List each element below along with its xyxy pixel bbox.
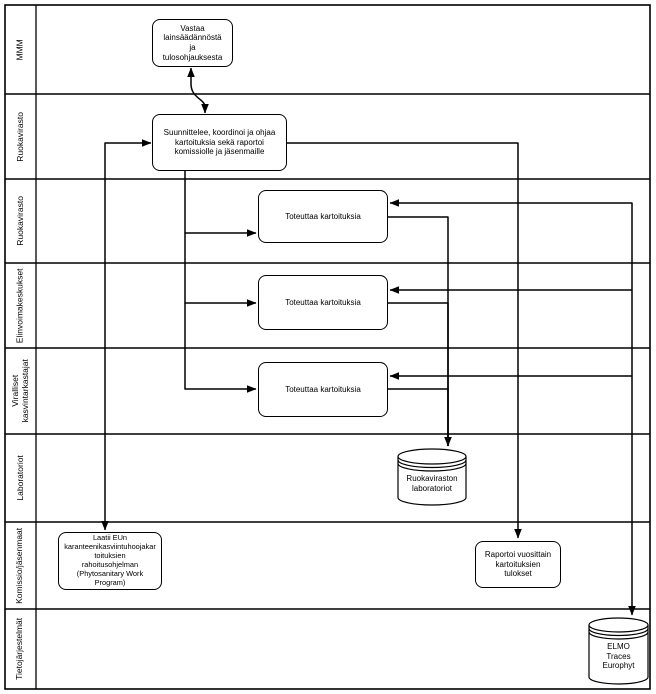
task-toteuttaa-kartoituksia-ruokavirasto: Toteuttaa kartoituksia xyxy=(258,190,388,243)
connector-suunnittelee-toteuttaa2 xyxy=(184,233,257,307)
lane-label-elinvoimakeskukset: Elinvoimakeskukset xyxy=(14,268,25,343)
datastore-elmo-shape xyxy=(588,617,649,685)
task-suunnittelee-koordinoi: Suunnittelee, koordinoi ja ohjaa kartoit… xyxy=(152,114,287,171)
connector-toteuttaa1-elmo xyxy=(389,199,636,616)
task-vastaa-lainsaadannosta: Vastaa lainsäädännöstä ja tulosohjaukses… xyxy=(152,19,233,67)
connector-suunnittelee-laatii xyxy=(101,139,152,531)
lane-label-ruokavirasto-2: Ruokavirasto xyxy=(14,196,25,246)
connector-toteuttaa3-laboratoriot xyxy=(388,388,449,446)
lane-label-tietojarjestelmat: Tietojärjestelmät xyxy=(14,617,25,681)
pool-border xyxy=(4,4,651,690)
connector-vastaa-suunnittelee xyxy=(187,67,209,114)
datastore-ruokaviraston-laboratoriot-shape xyxy=(397,448,467,506)
connector-toteuttaa1-laboratoriot xyxy=(388,216,452,447)
task-toteuttaa-kartoituksia-kasvintarkastajat: Toteuttaa kartoituksia xyxy=(258,362,388,417)
lane-label-viralliset-kasvintarkastajat: Viralliset kasvintarkastajat xyxy=(9,359,30,423)
lane-divider-lines xyxy=(5,93,650,610)
lane-label-mmm: MMM xyxy=(14,38,25,61)
task-raportoi-vuosittain: Raportoi vuosittain kartoituksien tuloks… xyxy=(475,541,561,588)
lane-label-ruokavirasto-1: Ruokavirasto xyxy=(14,111,25,162)
task-laatii-eun-rahoitusohjelman: Laatii EUn karanteenikasviintuhoojakar t… xyxy=(58,532,162,590)
connector-suunnittelee-toteuttaa1 xyxy=(184,171,257,237)
lane-label-komissio-jasenmaat: Komissio/jäsenmaat xyxy=(14,527,25,604)
datastore-label-elmo-traces-europhyt: ELMO Traces Europhyt xyxy=(602,642,635,671)
task-toteuttaa-kartoituksia-elinvoimakeskukset: Toteuttaa kartoituksia xyxy=(258,275,388,330)
datastore-label-ruokaviraston-laboratoriot: Ruokaviraston laboratoriot xyxy=(406,474,458,493)
connector-toteuttaa2-laboratoriot xyxy=(388,302,449,446)
connector-suunnittelee-toteuttaa3 xyxy=(184,303,257,393)
lane-label-laboratoriot: Laboratoriot xyxy=(14,455,25,501)
